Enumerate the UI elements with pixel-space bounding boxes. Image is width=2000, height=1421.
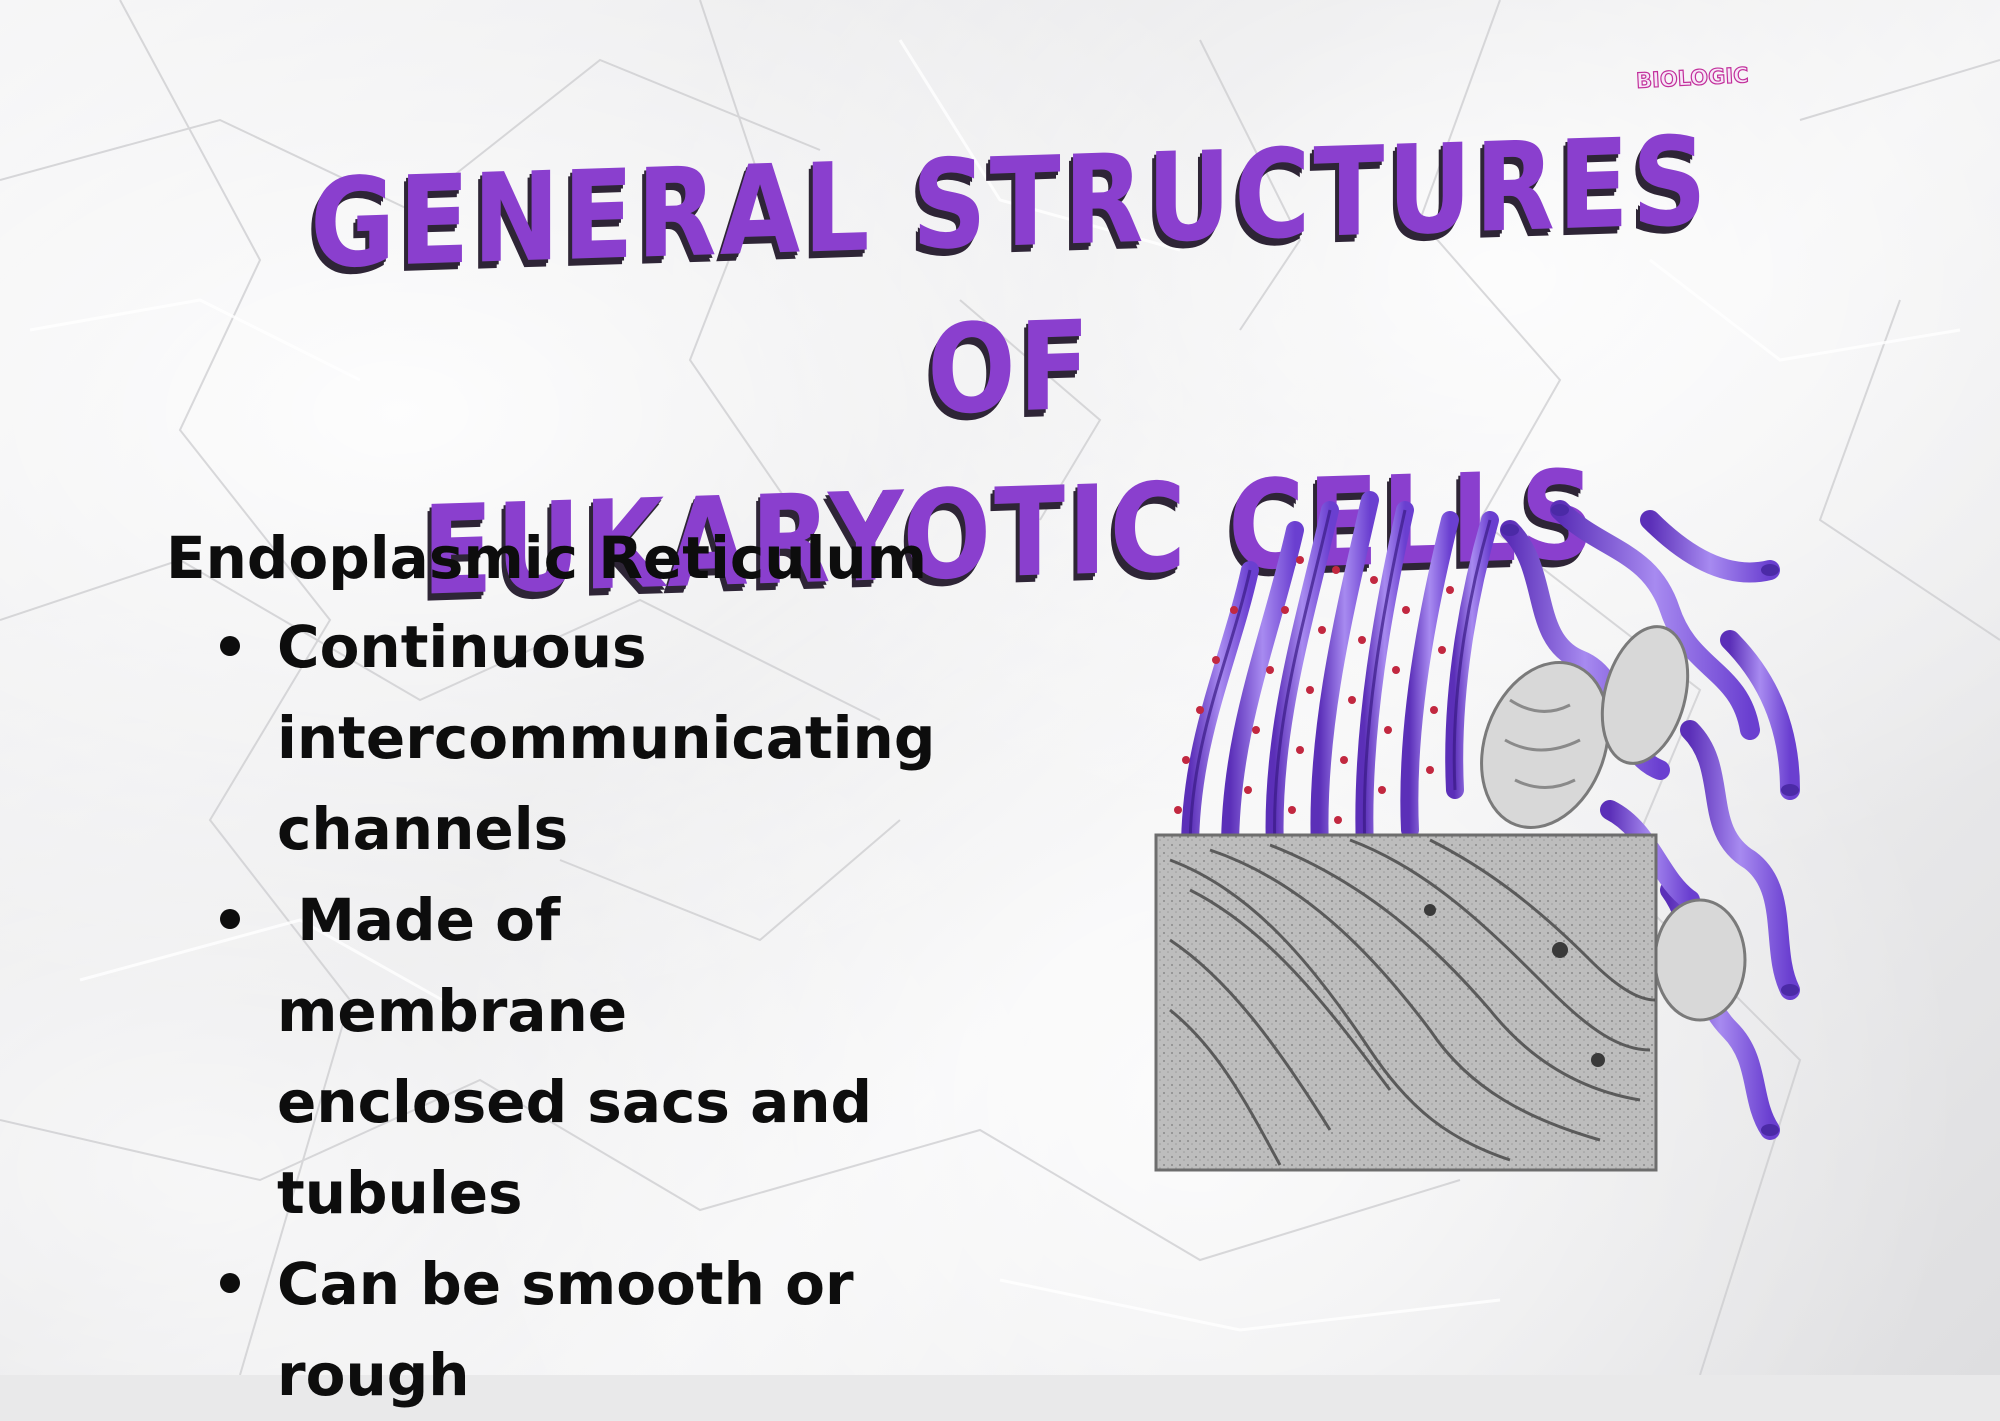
micrograph-inset <box>1154 833 1658 1172</box>
bullet-dot-icon <box>220 909 240 929</box>
bullet-item: Made of membrane enclosed sacs and tubul… <box>166 875 897 1239</box>
bullet-dot-icon <box>220 636 240 656</box>
endoplasmic-reticulum-illustration <box>1130 490 1830 1190</box>
content-block: Endoplasmic Reticulum Continuous interco… <box>166 518 946 1421</box>
bullet-item: Continuous intercommunicating channels <box>166 602 935 875</box>
section-heading: Endoplasmic Reticulum <box>166 524 928 592</box>
bullet-text: Made of membrane enclosed sacs and tubul… <box>277 886 893 1227</box>
bullet-list: Continuous intercommunicating channels M… <box>166 602 946 1421</box>
bullet-item: Can be smooth or rough <box>166 1239 897 1421</box>
title-line-1: General Structures of <box>310 108 1710 443</box>
bullet-dot-icon <box>220 1273 240 1293</box>
bullet-text: Continuous intercommunicating channels <box>277 613 936 863</box>
bullet-text: Can be smooth or rough <box>277 1250 854 1409</box>
